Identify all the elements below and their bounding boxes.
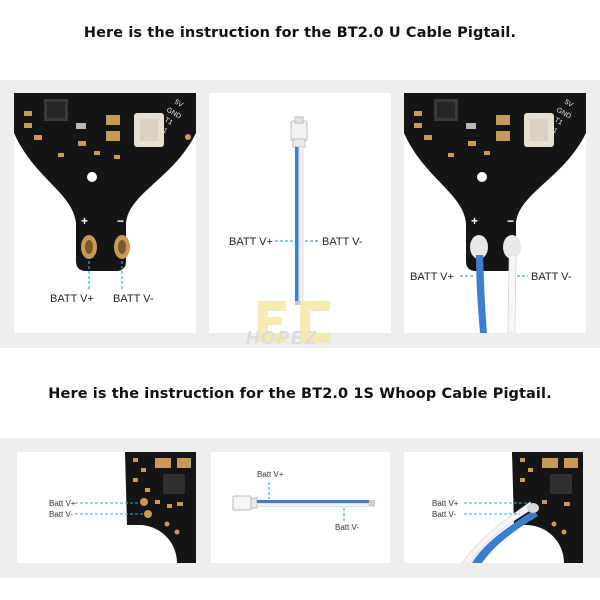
pad-label-r1: R1 [547, 125, 558, 136]
batt-pos-label: Batt V+ [257, 470, 284, 479]
cable-wire-blue [295, 147, 299, 301]
minus-sign: − [117, 214, 124, 228]
cable-wire-white [256, 503, 370, 507]
whoop-board-soldered-panel: Batt V+ Batt V- [404, 452, 583, 563]
watermark-text: HOPEZ [246, 328, 318, 348]
pad-label-5v: 5V [563, 99, 574, 110]
solder-joint [527, 503, 539, 513]
brand-watermark: HOPEZ [240, 295, 370, 350]
cable-wire-white [299, 146, 304, 302]
whoop-cable-panel: Batt V+ Batt V- [211, 452, 390, 563]
negative-solder-joint [503, 235, 521, 259]
u-cable-panel: BATT V+ BATT V- [209, 93, 391, 333]
pad-label-r1: R1 [157, 125, 168, 136]
soldered-blue-wire [476, 255, 487, 333]
u-board-illustration: 5V GND T1 R1 + − BATT V+ BATT V- [14, 93, 196, 305]
plus-sign: + [81, 214, 88, 228]
batt-neg-label: BATT V- [322, 236, 363, 248]
batt-neg-label: Batt V- [432, 510, 456, 519]
positive-pad [81, 235, 97, 259]
section2-heading: Here is the instruction for the BT2.0 1S… [48, 386, 552, 402]
whoop-board-illustration: Batt V+ Batt V- [49, 452, 196, 563]
cable-wire-blue [257, 500, 369, 503]
watermark-logo: HOPEZ [246, 301, 330, 348]
section1-heading: Here is the instruction for the BT2.0 U … [83, 25, 517, 41]
pad-label-t1: T1 [163, 117, 174, 127]
whoop-board-panel: Batt V+ Batt V- [17, 452, 196, 563]
u-board-panel: 5V GND T1 R1 + − BATT V+ BATT V- [14, 93, 196, 333]
connector-plug [290, 116, 308, 148]
whoop-cable-illustration: Batt V+ Batt V- [232, 470, 375, 532]
u-board-soldered-illustration: 5V GND T1 R1 + − BATT V+ BATT V- [404, 93, 586, 333]
positive-solder-joint [470, 235, 488, 259]
batt-pos-label: Batt V+ [49, 499, 76, 508]
soldered-white-wire [461, 501, 535, 563]
batt-pos-label: Batt V+ [432, 499, 459, 508]
soldered-white-wire [507, 254, 517, 333]
soldered-blue-wire [472, 510, 538, 563]
minus-sign: − [507, 214, 514, 228]
connector-plug [232, 495, 258, 511]
batt-pos-label: BATT V+ [50, 293, 94, 305]
negative-pad [114, 235, 130, 259]
batt-neg-label: BATT V- [531, 271, 572, 283]
pad-label-t1: T1 [553, 117, 564, 127]
batt-pos-label: BATT V+ [229, 236, 273, 248]
plus-sign: + [471, 214, 478, 228]
batt-neg-label: Batt V- [335, 523, 359, 532]
batt-neg-label: Batt V- [49, 510, 73, 519]
batt-pos-label: BATT V+ [410, 271, 454, 283]
pad-label-5v: 5V [173, 99, 184, 110]
batt-neg-label: BATT V- [113, 293, 154, 305]
u-board-soldered-panel: 5V GND T1 R1 + − BATT V+ BATT V- [404, 93, 586, 333]
whoop-board-soldered-illustration: Batt V+ Batt V- [432, 452, 583, 563]
